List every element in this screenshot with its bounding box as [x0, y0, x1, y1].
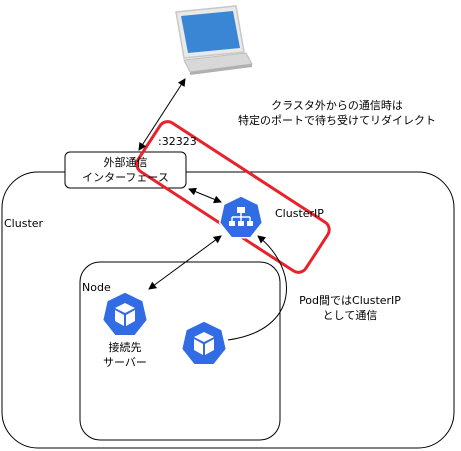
external-interface-line1: 外部通信 — [103, 156, 148, 169]
pod-icon — [180, 320, 228, 366]
server-line2: サーバー — [103, 356, 147, 369]
external-interface-box — [64, 151, 187, 189]
cluster-label: Cluster — [4, 217, 44, 230]
cluster-ip-label: ClusterIP — [275, 207, 324, 220]
arrow-clusterip-server — [148, 235, 222, 290]
service-icon — [218, 195, 264, 239]
node-label: Node — [82, 281, 111, 294]
server-label: 接続先 サーバー — [95, 340, 155, 370]
note-top: クラスタ外からの通信時は 特定のポートで待ち受けてリダイレクト — [222, 98, 452, 128]
port-label: :32323 — [158, 135, 197, 148]
arrow-pod-clusterip — [227, 235, 287, 341]
arrow-interface-clusterip — [188, 187, 222, 204]
laptop-icon — [175, 5, 253, 75]
external-interface-label: 外部通信 インターフェース — [65, 155, 186, 185]
pod-icon — [101, 291, 149, 337]
note-pod-line2: として通信 — [322, 309, 378, 322]
server-line1: 接続先 — [108, 341, 142, 354]
note-pod: Pod間ではClusterIP として通信 — [285, 293, 415, 323]
note-top-line1: クラスタ外からの通信時は — [271, 99, 403, 112]
arrow-laptop-interface — [138, 78, 186, 151]
note-pod-line1: Pod間ではClusterIP — [299, 294, 401, 307]
external-interface-line2: インターフェース — [82, 171, 169, 184]
note-top-line2: 特定のポートで待ち受けてリダイレクト — [238, 114, 436, 127]
